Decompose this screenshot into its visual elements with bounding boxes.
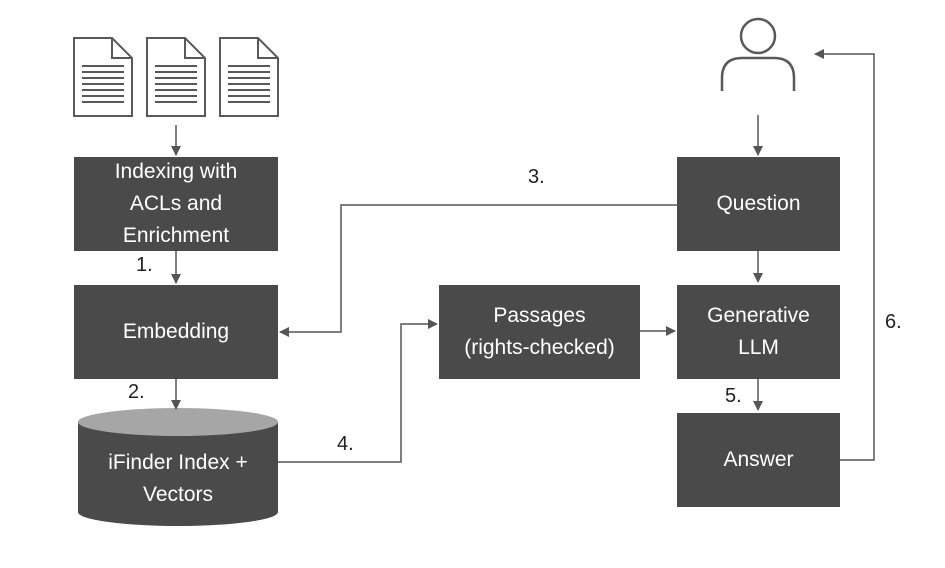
arrow-answer-to-user — [814, 49, 875, 461]
step-label-4: 4. — [337, 433, 354, 455]
index-cylinder — [78, 408, 278, 526]
llm-box: Generative LLM — [677, 285, 840, 379]
embedding-box: Embedding — [74, 285, 278, 379]
passages-box: Passages (rights-checked) — [439, 285, 640, 379]
answer-box: Answer — [677, 413, 840, 507]
step-label-6: 6. — [885, 311, 902, 333]
document-icon — [146, 37, 206, 117]
user-icon — [720, 17, 796, 91]
arrow-question-to-embedding — [279, 204, 677, 337]
arrow-index-to-passages — [278, 319, 438, 463]
document-icon — [73, 37, 133, 117]
question-box: Question — [677, 157, 840, 251]
indexing-box: Indexing with ACLs and Enrichment — [74, 157, 278, 251]
index-label: iFinder Index + Vectors — [108, 451, 248, 506]
step-label-3: 3. — [528, 166, 545, 188]
step-label-1: 1. — [136, 254, 153, 276]
step-label-2: 2. — [128, 381, 145, 403]
step-label-5: 5. — [725, 385, 742, 407]
document-icon — [219, 37, 279, 117]
